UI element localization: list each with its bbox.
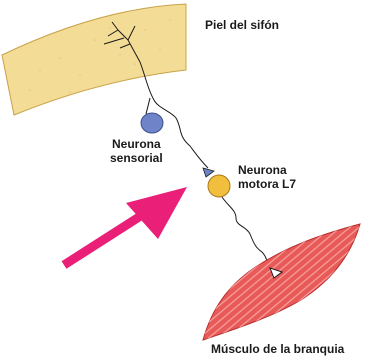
pointer-arrow-head — [126, 187, 187, 239]
motor-neuron-body — [208, 175, 230, 197]
sensory-cell-branch — [146, 98, 150, 114]
motor-neuron-label-line2: motora L7 — [238, 177, 296, 191]
skin-label: Piel del sifón — [205, 18, 279, 32]
motor-neuron-label-line1: Neurona — [238, 163, 296, 177]
sensory-neuron-label-line1: Neurona — [110, 137, 163, 151]
motor-neuron-label: Neurona motora L7 — [238, 163, 296, 191]
gill-muscle-fibers — [203, 224, 360, 340]
sensory-neuron-label: Neurona sensorial — [110, 137, 163, 165]
pointer-arrow-shaft — [64, 210, 150, 265]
sensory-neuron-label-line2: sensorial — [110, 151, 163, 165]
gill-muscle-label: Músculo de la branquia — [211, 342, 344, 356]
synapse-terminal — [203, 168, 214, 177]
motor-axon — [222, 197, 274, 270]
sensory-neuron-body — [141, 113, 163, 133]
siphon-skin — [2, 4, 186, 115]
